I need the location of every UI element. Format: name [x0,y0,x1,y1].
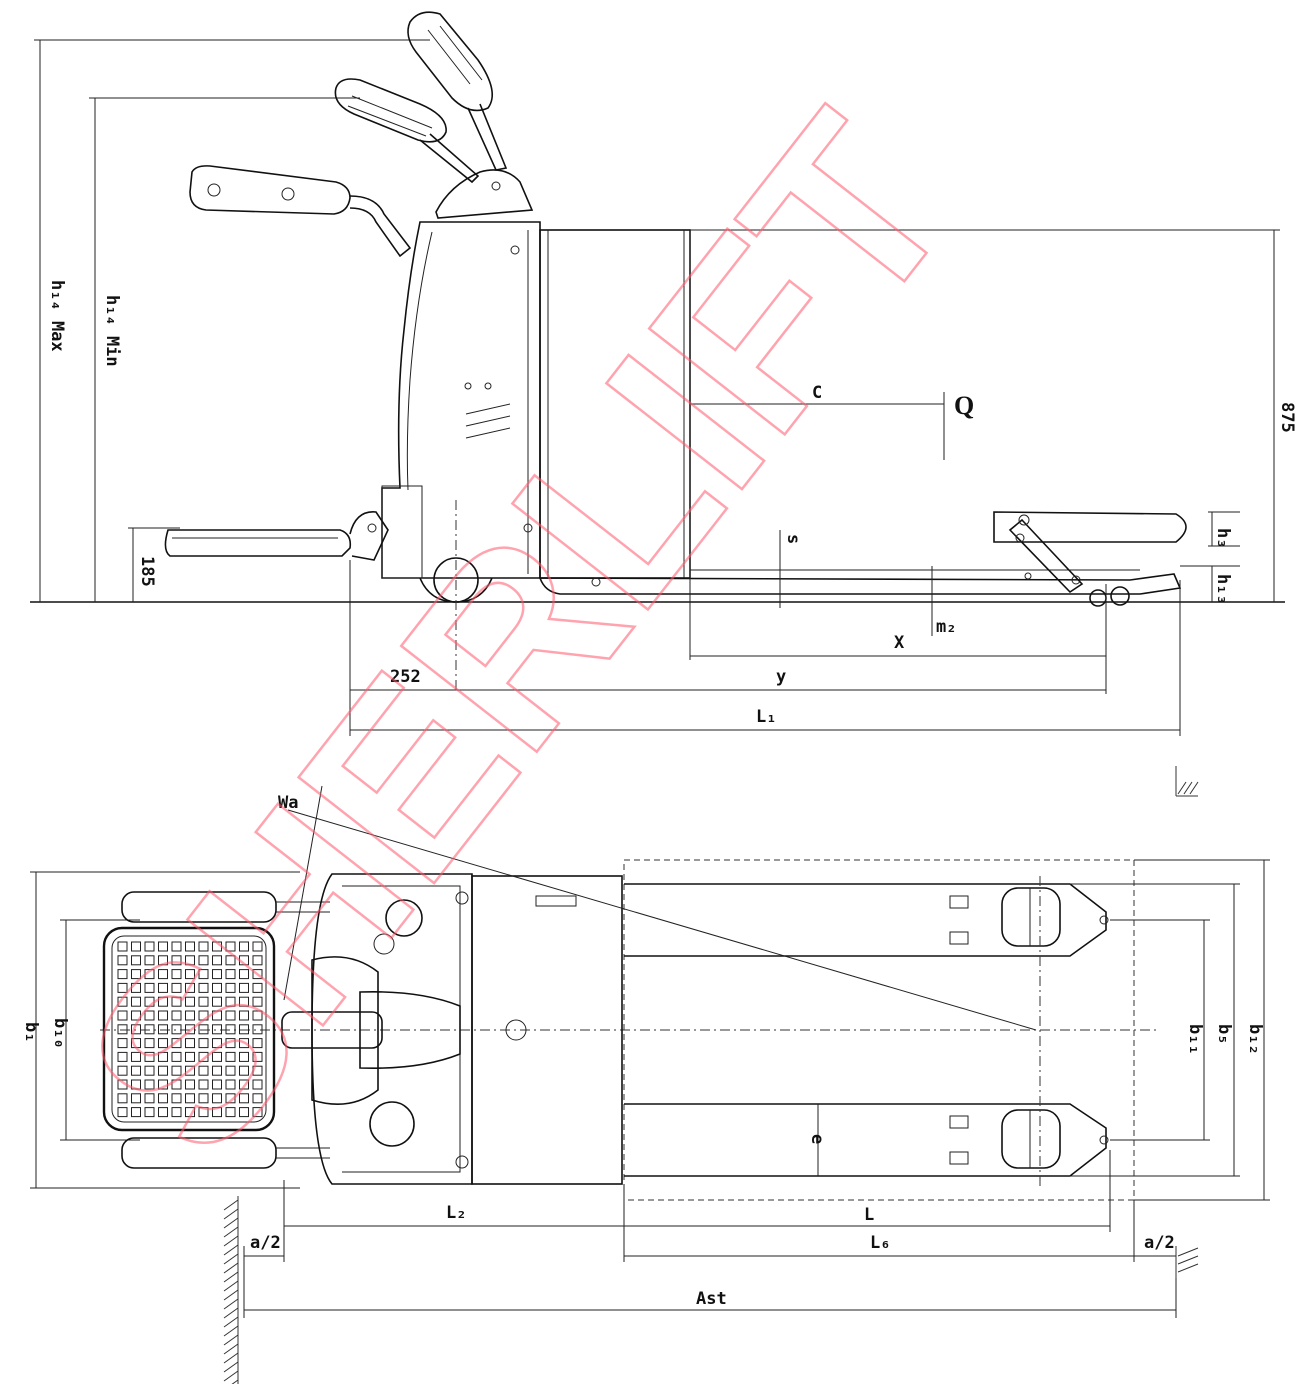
label-875: 875 [1277,402,1297,433]
forks-top [624,876,1109,1186]
watermark-text: SHERLIFT [32,68,1004,1203]
load-outline [623,859,1135,1201]
label-L: L [864,1205,874,1225]
label-s: s [783,534,803,544]
label-h13: h₁₃ [1213,574,1233,605]
label-b5: b₅ [1214,1024,1234,1044]
label-L6: L₆ [870,1233,890,1253]
label-252: 252 [390,667,421,687]
label-b1: b₁ [21,1022,41,1042]
label-h3: h₃ [1213,528,1233,548]
fork-side [538,511,1187,607]
label-Ast: Ast [696,1289,727,1309]
label-x: X [894,633,905,653]
tiller-head [435,169,534,219]
label-185: 185 [137,556,157,587]
tiller-handle-top [407,11,508,171]
chassis-top [281,873,527,1185]
handrail-bottom [121,1137,277,1169]
label-a2-left: a/2 [250,1233,281,1253]
label-b12: b₁₂ [1245,1024,1265,1055]
label-L2: L₂ [446,1203,466,1223]
label-Q: Q [954,391,974,420]
tiller-handle-middle [334,78,480,184]
label-y: y [776,667,786,687]
drive-unit-body [381,221,541,579]
platform-top [102,926,276,1132]
label-h14-max: h₁₄ Max [47,280,67,352]
label-L1: L₁ [756,707,776,727]
label-C: C [812,383,822,403]
battery-top [471,875,623,1185]
label-m2: m₂ [936,617,956,637]
top-view: Wa b₁ b₁₀ b₁₁ b₅ b₁₂ e L₂ L L₆ a/2 a/2 A… [21,785,1270,1384]
label-e: e [807,1134,827,1144]
label-b11: b₁₁ [1185,1024,1205,1055]
operator-platform [164,511,389,561]
tiller-handle-low [189,165,412,258]
side-view: h₁₄ Max h₁₄ Min 185 875 C Q s h₃ h₁₃ m₂ … [30,11,1297,797]
label-h14-min: h₁₄ Min [102,295,122,367]
label-b10: b₁₀ [50,1018,70,1049]
label-a2-right: a/2 [1144,1233,1175,1253]
label-Wa: Wa [278,793,298,813]
handrail-top [121,891,277,923]
